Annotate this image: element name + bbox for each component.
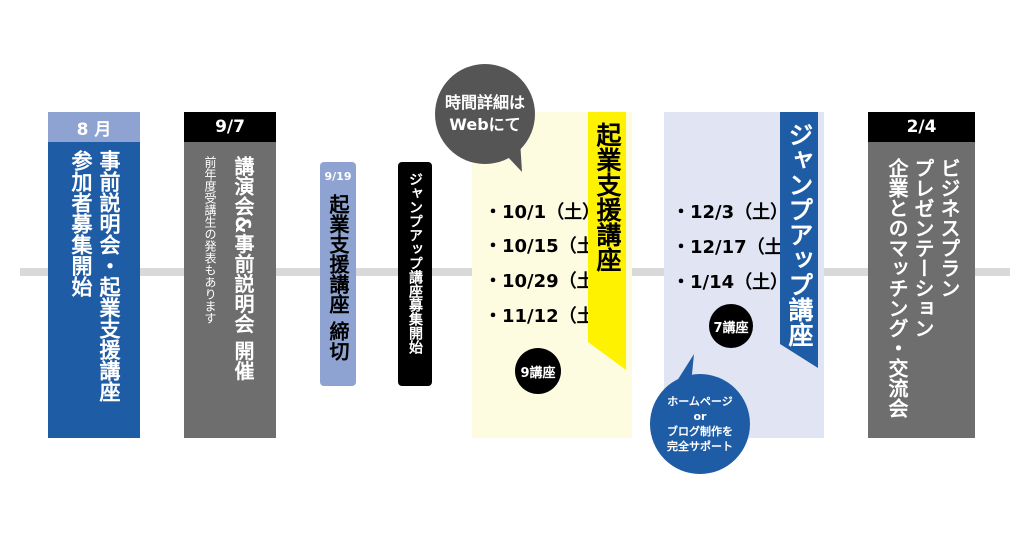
card-sep7-sub: 前年度受講生の発表もあります xyxy=(203,156,217,324)
kigyo-date-3: ・10/29（土） xyxy=(484,271,613,292)
bubble-time: 時間詳細は Webにて xyxy=(435,64,535,164)
bubble-support-line1: ホームページ xyxy=(667,395,733,408)
jumpup-title: ジャンプアップ講座 xyxy=(785,122,814,347)
card-feb4-line3: 企業とのマッチング・交流会 xyxy=(885,158,909,418)
kigyo-date-4: ・11/12（土） xyxy=(484,306,613,327)
card-sep7-main: 講演会&事前説明会 開催 xyxy=(231,156,255,381)
card-sep19-date: 9/19 xyxy=(324,170,352,183)
card-august-line2: 参加者募集開始 xyxy=(69,150,93,297)
card-jumpup-recruit: ジャンプアップ講座募集開始 xyxy=(398,162,432,386)
card-feb4-line1: ビジネスプラン xyxy=(937,158,961,298)
card-august: 8 月 事前説明会・起業支援講座 参加者募集開始 xyxy=(48,112,140,438)
card-sep7: 9/7 講演会&事前説明会 開催 前年度受講生の発表もあります xyxy=(184,112,276,438)
card-sep19: 9/19 起業支援講座 締切 xyxy=(320,162,356,386)
jumpup-date-2: ・12/17（土） xyxy=(672,237,801,258)
bubble-time-line1: 時間詳細は xyxy=(444,93,525,112)
bubble-support-line3: ブログ制作を xyxy=(667,425,733,438)
kigyo-count-badge: 9講座 xyxy=(515,348,561,394)
bubble-support-line4: 完全サポート xyxy=(667,440,733,453)
card-feb4: 2/4 ビジネスプラン プレゼンテーション 企業とのマッチング・交流会 xyxy=(868,112,975,438)
card-feb4-header: 2/4 xyxy=(868,112,975,142)
jumpup-date-3: ・1/14（土） xyxy=(672,272,789,293)
kigyo-date-2: ・10/15（土） xyxy=(484,236,613,257)
bubble-support-line2: or xyxy=(693,410,707,423)
bubble-support: ホームページ or ブログ制作を 完全サポート xyxy=(650,374,750,474)
card-jumpup-recruit-label: ジャンプアップ講座募集開始 xyxy=(407,172,423,354)
kigyo-date-1: ・10/1（土） xyxy=(484,202,601,223)
kigyo-ribbon xyxy=(588,112,626,370)
card-feb4-line2: プレゼンテーション xyxy=(911,158,935,338)
kigyo-title: 起業支援講座 xyxy=(593,122,622,272)
jumpup-count-badge: 7講座 xyxy=(709,304,753,348)
bubble-time-line2: Webにて xyxy=(449,115,521,134)
card-sep19-label: 起業支援講座 締切 xyxy=(326,194,350,361)
jumpup-ribbon xyxy=(780,112,818,368)
card-sep7-header: 9/7 xyxy=(184,112,276,142)
jumpup-date-1: ・12/3（土） xyxy=(672,202,789,223)
card-august-line1: 事前説明会・起業支援講座 xyxy=(97,150,121,402)
card-august-header: 8 月 xyxy=(48,112,140,142)
